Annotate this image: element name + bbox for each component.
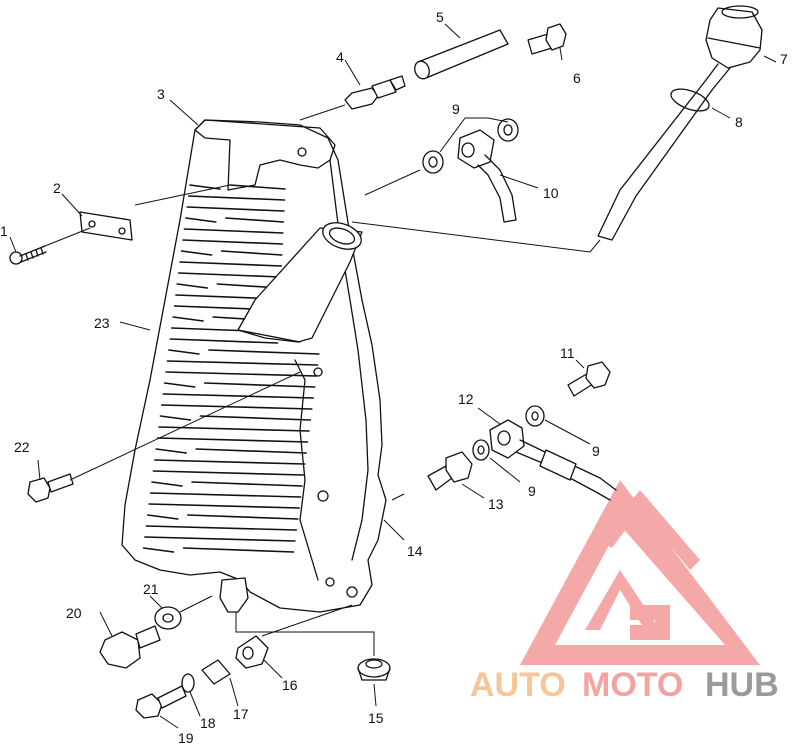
- callout-13: 13: [488, 496, 504, 512]
- washer-18: [181, 673, 195, 693]
- tank-rib: [208, 349, 320, 355]
- callout-12: 12: [458, 391, 474, 407]
- filler-neck: [237, 222, 363, 343]
- tank-rib: [155, 448, 187, 454]
- leader-lines: [9, 23, 777, 729]
- tank-rib: [187, 195, 286, 201]
- tank-rib: [191, 481, 303, 487]
- callout-2: 2: [53, 180, 61, 196]
- tank-rib: [151, 481, 183, 487]
- callout-4: 4: [336, 49, 344, 65]
- tank-rib: [185, 217, 217, 223]
- bolt-19: [135, 685, 187, 719]
- tank-rib: [145, 525, 298, 531]
- washer-9c: [525, 405, 545, 427]
- bushing-16: [235, 635, 269, 669]
- tank-rib: [165, 371, 317, 377]
- tank-rib: [220, 250, 283, 256]
- tank-rib: [149, 492, 302, 498]
- callout-9c: 9: [528, 483, 536, 499]
- tank-rib: [186, 206, 285, 212]
- callout-6: 6: [573, 70, 581, 86]
- tank-rib: [179, 261, 283, 267]
- tank-rib: [182, 547, 295, 553]
- tank-ribs: [142, 184, 320, 553]
- callout-16: 16: [282, 677, 298, 693]
- callout-15: 15: [368, 710, 384, 726]
- callout-9b: 9: [592, 443, 600, 459]
- tank-rib: [180, 250, 213, 256]
- tank-rib: [177, 272, 282, 278]
- tank-rib: [158, 426, 310, 432]
- tank-rib: [163, 382, 196, 388]
- tank-rib: [144, 536, 296, 542]
- dipstick-cap-7: [597, 5, 763, 241]
- tank-rib: [156, 437, 309, 443]
- tank-rib: [154, 459, 306, 465]
- hose-5: [414, 29, 509, 80]
- tank-rib: [195, 448, 308, 454]
- svg-text:HUB: HUB: [705, 666, 779, 704]
- tank-rib: [225, 217, 285, 223]
- tank-rib: [229, 184, 286, 190]
- watermark-text: AUTO MOTO HUB: [470, 666, 779, 704]
- callout-23: 23: [94, 315, 110, 331]
- callout-labels: 1 2 3 4 5 6 7 8 9 10 11 12 9 9 13 14 15 …: [0, 9, 788, 746]
- plate-2: [79, 211, 133, 241]
- svg-text:AUTO: AUTO: [470, 666, 566, 704]
- grommet-15: [357, 658, 391, 681]
- bolt-22: [27, 473, 74, 503]
- o-ring-8: [670, 88, 710, 112]
- washer-9d: [472, 439, 490, 461]
- watermark-logo-icon: [520, 480, 760, 665]
- washer-21: [154, 606, 182, 630]
- callout-14: 14: [407, 543, 423, 559]
- washer-9a: [422, 150, 444, 174]
- callout-9a: 9: [452, 101, 460, 117]
- washer-9b: [497, 118, 519, 142]
- bolt-20: [99, 625, 161, 669]
- tank-rib: [169, 338, 279, 344]
- tank-rib: [147, 514, 179, 520]
- tank-rib: [183, 228, 284, 234]
- tank-rib: [168, 349, 200, 355]
- tank-rib: [203, 382, 316, 388]
- callout-3: 3: [157, 86, 165, 102]
- callout-5: 5: [436, 9, 444, 25]
- banjo-fitting-12: [489, 419, 617, 501]
- tank-rib: [187, 514, 299, 520]
- tank-rib: [199, 415, 312, 421]
- bolt-6: [527, 23, 567, 55]
- banjo-fitting-10: [457, 129, 517, 223]
- callout-18: 18: [200, 715, 216, 731]
- fitting-4: [344, 75, 406, 110]
- callout-10: 10: [543, 185, 559, 201]
- tank-rib: [162, 393, 315, 399]
- callout-8: 8: [735, 114, 743, 130]
- callout-7: 7: [780, 51, 788, 67]
- sleeve-17: [201, 659, 231, 685]
- callout-21: 21: [143, 581, 159, 597]
- tank-rib: [182, 239, 284, 245]
- callout-22: 22: [14, 439, 30, 455]
- bolt-11: [567, 361, 611, 397]
- fitting-13: [427, 451, 473, 491]
- tank-rib: [142, 547, 175, 553]
- tank-rib: [159, 415, 192, 421]
- callout-17: 17: [233, 706, 249, 722]
- callout-11: 11: [560, 345, 575, 361]
- svg-text:MOTO: MOTO: [582, 666, 683, 704]
- screw-1: [9, 245, 47, 265]
- callout-19: 19: [178, 730, 194, 746]
- tank-rib: [161, 404, 313, 410]
- tank-rib: [172, 316, 204, 322]
- callout-20: 20: [66, 605, 82, 621]
- tank-rib: [176, 283, 209, 289]
- tank-rib: [148, 503, 301, 509]
- tank-rib: [166, 360, 319, 366]
- callout-1: 1: [0, 223, 8, 239]
- tank-rib: [152, 470, 305, 476]
